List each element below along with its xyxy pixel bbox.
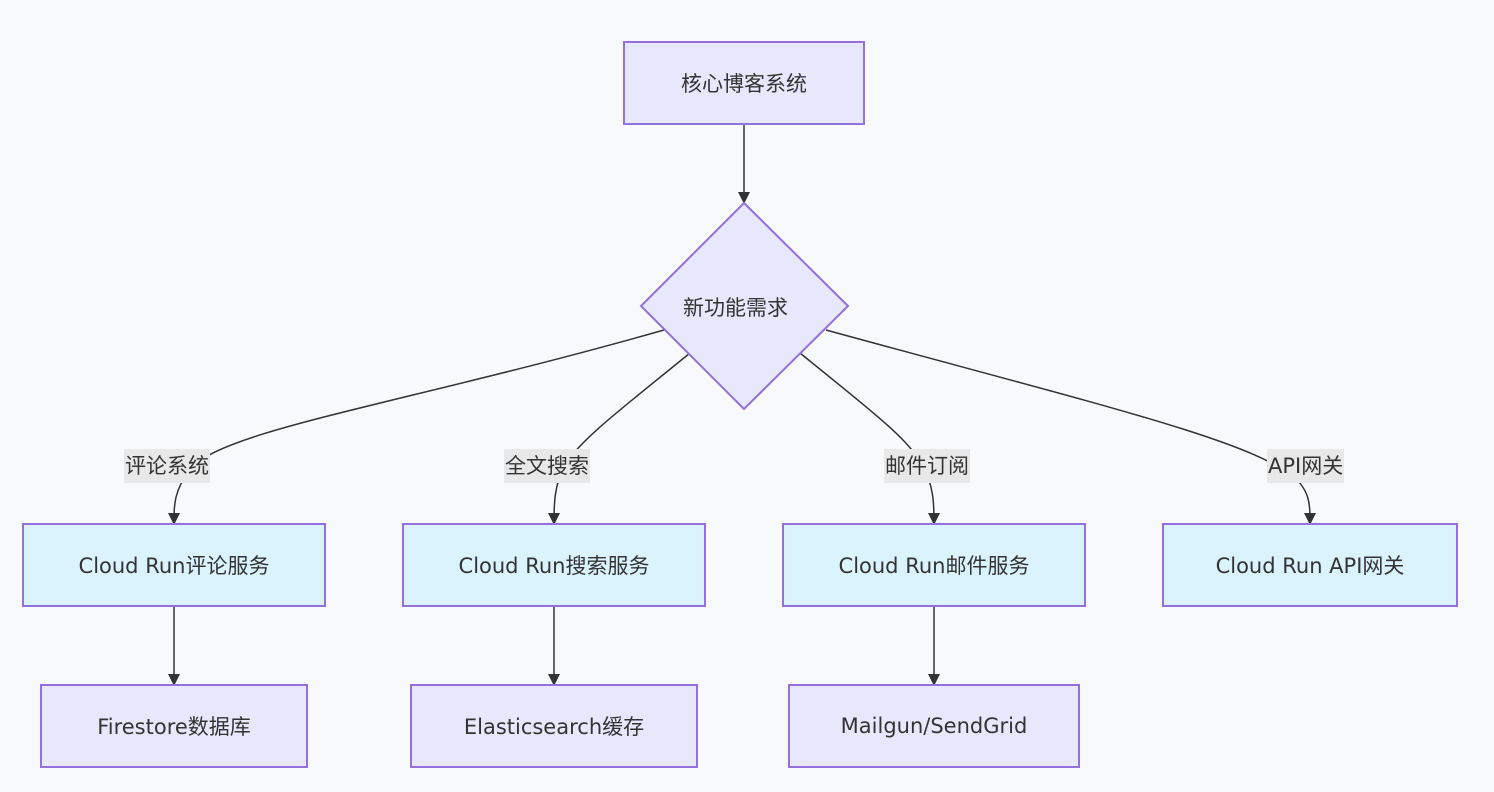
- node-comment-service[interactable]: Cloud Run评论服务: [22, 523, 326, 607]
- node-label: Firestore数据库: [97, 715, 251, 739]
- node-search-service[interactable]: Cloud Run搜索服务: [402, 523, 706, 607]
- edge-decision-to-api: [825, 329, 1316, 525]
- node-label: Cloud Run搜索服务: [458, 554, 650, 578]
- edge-decision-to-comment: [168, 329, 665, 525]
- node-core-blog-system[interactable]: 核心博客系统: [623, 41, 865, 125]
- node-label: Cloud Run API网关: [1215, 554, 1405, 578]
- edge-decision-to-search: [548, 352, 691, 525]
- edge-decision-to-mail: [799, 352, 940, 525]
- node-mailgun[interactable]: Mailgun/SendGrid: [788, 684, 1080, 768]
- node-elasticsearch[interactable]: Elasticsearch缓存: [410, 684, 698, 768]
- node-label: Cloud Run邮件服务: [838, 554, 1030, 578]
- node-label: Elasticsearch缓存: [463, 715, 645, 739]
- node-api-gateway[interactable]: Cloud Run API网关: [1162, 523, 1458, 607]
- node-firestore[interactable]: Firestore数据库: [40, 684, 308, 768]
- decision-label: 新功能需求: [683, 296, 788, 320]
- edge-label-comment: 评论系统: [124, 449, 210, 483]
- decision-diamond[interactable]: [639, 201, 850, 411]
- node-label: 核心博客系统: [681, 72, 807, 96]
- node-mail-service[interactable]: Cloud Run邮件服务: [782, 523, 1086, 607]
- node-label: Mailgun/SendGrid: [840, 714, 1028, 738]
- node-label: Cloud Run评论服务: [78, 554, 270, 578]
- edge-label-search: 全文搜索: [504, 449, 590, 483]
- edge-label-mail: 邮件订阅: [884, 449, 970, 483]
- edge-label-api: API网关: [1267, 449, 1345, 483]
